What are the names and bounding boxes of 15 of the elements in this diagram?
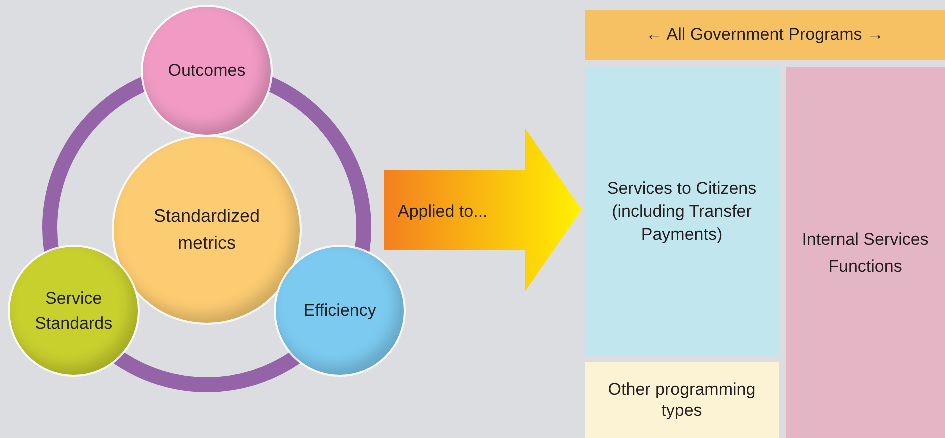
- node-label: Other programming types: [607, 379, 757, 421]
- node-label: ← All Government Programs →: [646, 24, 884, 46]
- node-label: Efficiency: [304, 300, 376, 322]
- services-box: [585, 67, 779, 355]
- other-types-box: [585, 362, 779, 438]
- ring-arc: [114, 350, 300, 392]
- node-label: Service Standards: [34, 288, 114, 336]
- node-label: Services to Citizens (including Transfer Payments): [606, 178, 758, 246]
- internal-services-box: [786, 67, 945, 438]
- block-arrow: [384, 128, 582, 292]
- node-label: Outcomes: [168, 60, 246, 82]
- node-label: Internal Services Functions: [801, 228, 930, 278]
- edge-label: Applied to...: [398, 201, 488, 223]
- node-label: Standardized metrics: [152, 205, 262, 255]
- header-bar: [585, 10, 945, 60]
